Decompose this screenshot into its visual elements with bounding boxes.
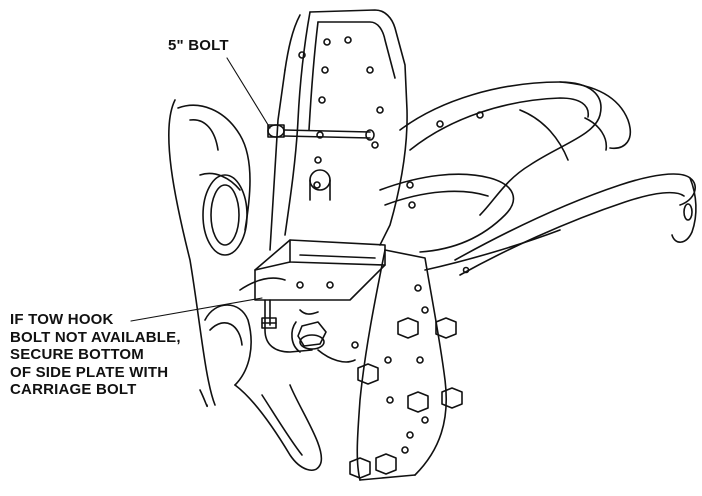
bolt-callout: 5" BOLT (168, 37, 229, 54)
tow-hook-callout-line: SECURE BOTTOM (10, 346, 144, 363)
bracket-plate (270, 10, 407, 250)
mount-block (240, 170, 385, 300)
tow-hook-callout-line: OF SIDE PLATE WITH (10, 363, 169, 381)
side-plate (357, 250, 446, 480)
left-frame (169, 100, 322, 470)
bolt-leader-line (227, 58, 270, 128)
tow-hook-bolt (262, 300, 355, 362)
tow-hook-callout-line: CARRIAGE BOLT (10, 381, 137, 398)
upper-rails (380, 82, 696, 275)
carriage-bolts (350, 318, 462, 478)
tow-hook-leader-line (131, 298, 262, 321)
leader-lines (131, 58, 270, 321)
tow-hook-callout-line: BOLT NOT AVAILABLE, (10, 328, 181, 346)
tow-hook-callout: IF TOW HOOK BOLT NOT AVAILABLE, SECURE B… (10, 311, 181, 399)
five-inch-bolt (268, 125, 374, 140)
tow-hook-callout-line: IF TOW HOOK (10, 311, 114, 328)
